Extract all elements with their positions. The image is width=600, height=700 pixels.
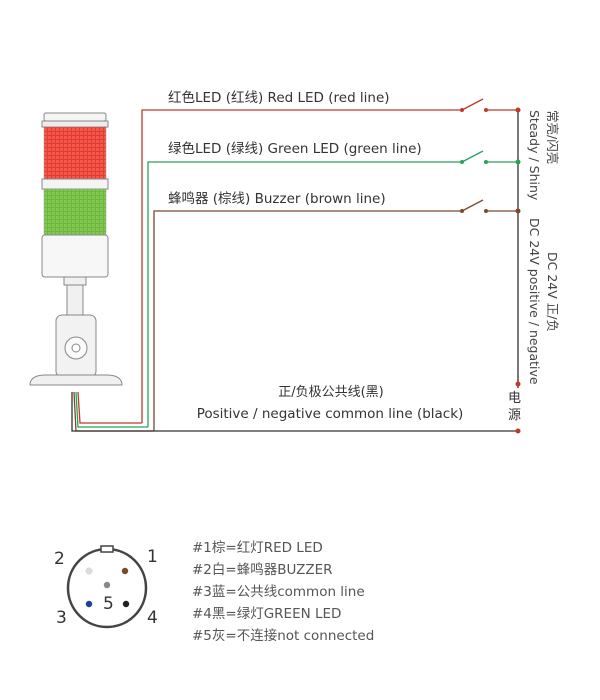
pin-3-blue (85, 600, 93, 608)
supply-label-1: 电 (508, 391, 521, 406)
legend-item-5: #5灰=不连接not connected (192, 627, 374, 644)
green-switch (460, 150, 488, 164)
tower-neck (63, 276, 87, 286)
terminal-green (515, 159, 521, 165)
pin-number-2: 2 (54, 549, 65, 569)
common-wire-label-cn: 正/负极公共线(黑) (278, 385, 384, 400)
buzzer-wire-label: 蜂鸣器 (棕线) Buzzer (brown line) (168, 190, 386, 207)
pin-4-black (122, 600, 130, 608)
tower-cap-ring (41, 120, 109, 128)
green-lamp (43, 188, 107, 236)
wires (71, 109, 519, 432)
tower-cap (43, 112, 107, 122)
black-common-wire (71, 392, 518, 432)
pin-number-4: 4 (147, 608, 158, 628)
pin-number-3: 3 (56, 608, 67, 628)
cable-bundle-green (75, 391, 148, 428)
pin-number-5: 5 (103, 594, 114, 614)
power-label-cn: DC 24V 正/负 (545, 252, 560, 332)
terminal-red (515, 107, 521, 113)
tower-base (41, 234, 109, 278)
pin-2-white (85, 567, 93, 575)
common-wire-label-en: Positive / negative common line (black) (197, 406, 464, 422)
brown-switch (460, 199, 488, 213)
tower-pole (66, 284, 84, 316)
mount-knob-center (71, 343, 81, 353)
legend-item-2: #2白=蜂鸣器BUZZER (192, 561, 333, 578)
red-lamp (43, 126, 107, 180)
red-wire (141, 109, 462, 423)
pin-1-brown (121, 567, 129, 575)
mount-base (29, 374, 123, 386)
brown-wire (153, 210, 462, 431)
terminal-brown (515, 208, 521, 214)
green-wire (147, 161, 462, 427)
pin-5-gray (103, 581, 111, 589)
supply-label-2: 源 (508, 408, 521, 423)
connector-key (100, 545, 114, 553)
red-switch (460, 98, 488, 112)
terminal-common (515, 428, 521, 434)
mode-label-cn: 常亮/闪亮 (545, 110, 560, 164)
power-label-en: DC 24V positive / negative (527, 218, 542, 385)
green-wire-label: 绿色LED (绿线) Green LED (green line) (168, 140, 422, 157)
connector-diagram: 1 2 3 4 5 (54, 545, 158, 629)
tower-separator (41, 178, 109, 190)
pin-legend: #1棕=红灯RED LED #2白=蜂鸣器BUZZER #3蓝=公共线commo… (192, 540, 374, 644)
terminals (515, 107, 521, 434)
legend-item-3: #3蓝=公共线common line (192, 584, 365, 600)
mode-label-en: Steady / Shiny (527, 110, 542, 201)
legend-item-4: #4黑=绿灯GREEN LED (192, 606, 341, 622)
red-wire-label: 红色LED (红线) Red LED (red line) (168, 89, 390, 106)
signal-tower (29, 112, 123, 386)
pin-number-1: 1 (147, 547, 158, 567)
cable-bundle-red (77, 391, 142, 424)
switches (460, 98, 488, 213)
legend-item-1: #1棕=红灯RED LED (192, 540, 323, 556)
terminal-supply (515, 381, 521, 387)
